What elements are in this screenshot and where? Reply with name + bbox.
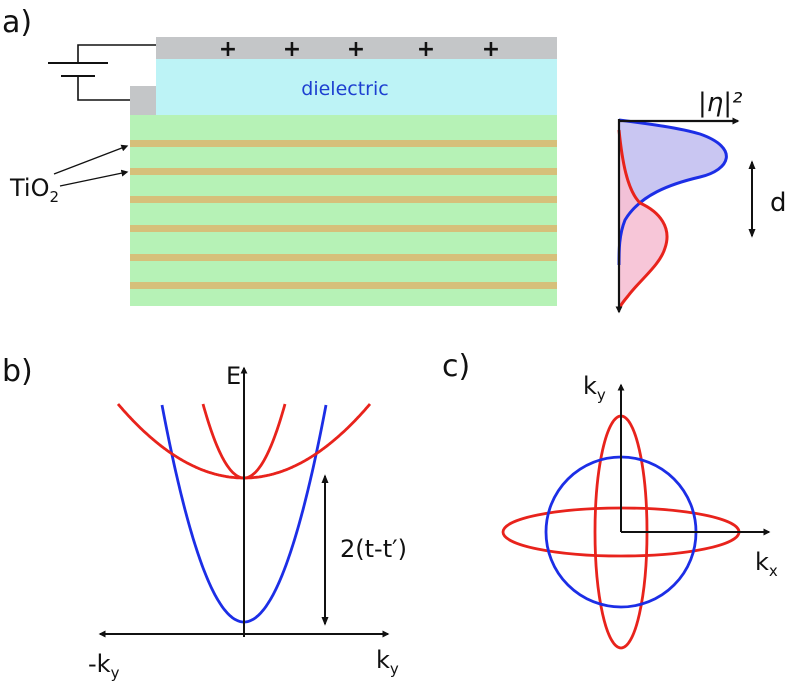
dielectric-layer	[156, 59, 557, 115]
panel-b-label: b)	[2, 354, 33, 389]
upper-subband-fill	[619, 120, 727, 265]
gap-label: 2(t-t′)	[340, 535, 407, 563]
energy-axis-label: E	[226, 362, 241, 390]
ky-positive-label: ky	[376, 646, 399, 678]
panel-a-label: a)	[2, 5, 32, 40]
panel-c: c) ky kx	[442, 349, 778, 650]
plus-sign: +	[417, 37, 435, 62]
panel-a: a) dielectric + + + + +	[2, 5, 787, 314]
tio2-arrows	[53, 144, 129, 187]
tio2-layer	[130, 254, 557, 261]
panel-b: b) 2(t-t′) E -ky ky	[2, 354, 407, 682]
tio2-layer	[130, 140, 557, 147]
tio2-layer	[130, 282, 557, 289]
profile-axis-label: |η|²	[698, 88, 742, 118]
gate-electrode	[156, 37, 557, 59]
plus-sign: +	[219, 37, 237, 62]
tio2-layer	[130, 225, 557, 232]
tio2-layer	[130, 168, 557, 175]
plus-sign: +	[482, 37, 500, 62]
tio2-layer	[130, 196, 557, 203]
panel-c-label: c)	[442, 349, 470, 384]
tio2-layers	[130, 140, 557, 289]
ky-axis-label-c: ky	[583, 372, 606, 404]
plus-sign: +	[283, 37, 301, 62]
d-label: d	[770, 188, 787, 218]
kx-axis-label-c: kx	[755, 548, 778, 580]
wavefunction-profile	[615, 117, 740, 314]
plus-sign: +	[347, 37, 365, 62]
gate-charges: + + + + +	[219, 37, 500, 62]
lower-subband-curve	[617, 129, 669, 311]
side-contact	[130, 86, 156, 115]
battery-circuit	[48, 44, 156, 101]
tio2-label: TiO2	[9, 174, 59, 206]
ky-negative-label: -ky	[88, 650, 120, 682]
dielectric-label: dielectric	[301, 78, 388, 100]
upper-subband-curve	[617, 118, 728, 266]
